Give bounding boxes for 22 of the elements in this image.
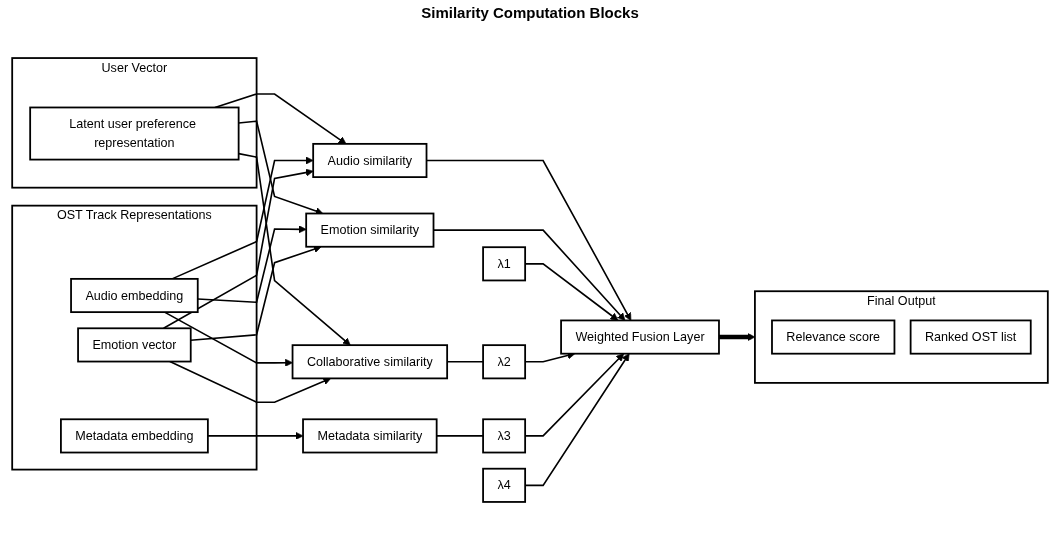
node-box: Audio similarity: [312, 142, 428, 178]
arrow: [171, 156, 314, 280]
node-box: Audio embedding: [70, 278, 199, 313]
arrow: [162, 168, 314, 330]
arrow: [163, 311, 293, 367]
node-box: Latent user preference representation: [29, 106, 240, 161]
section-heading: Similarity Computation Blocks: [421, 4, 639, 21]
node-box: Metadata embedding: [60, 418, 209, 454]
arrow: [207, 431, 304, 440]
node-box: λ4: [482, 467, 527, 503]
node-box: Relevance score: [771, 319, 896, 355]
arrow: [214, 93, 347, 145]
node-box: Emotion similarity: [305, 212, 435, 248]
node-box: Emotion vector: [77, 327, 192, 363]
node-box: Weighted Fusion Layer: [560, 319, 720, 355]
node-box: λ1: [482, 246, 527, 282]
node-box: Ranked OST list: [909, 319, 1032, 355]
arrow: [169, 360, 332, 403]
node-box: Collaborative similarity: [291, 344, 449, 380]
node-box: λ3: [482, 418, 527, 454]
node-box: Metadata similarity: [302, 418, 438, 454]
node-box: λ2: [482, 344, 527, 380]
